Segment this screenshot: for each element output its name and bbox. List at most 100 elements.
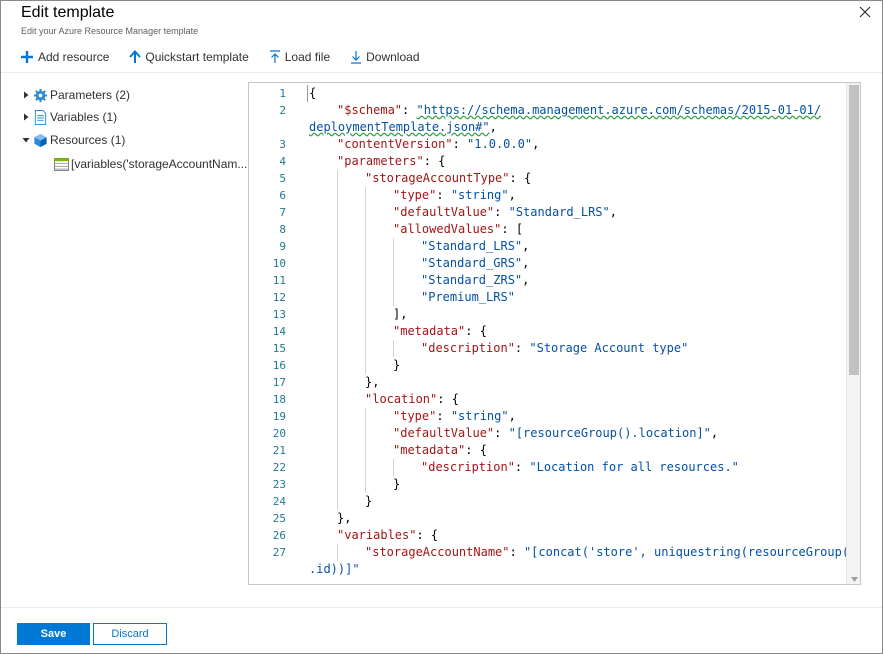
line-source: } (393, 357, 400, 374)
json-punctuation: , (711, 426, 718, 440)
code-editor[interactable]: 1{2"$schema": "https://schema.management… (248, 82, 861, 585)
tree-item-variables[interactable]: Variables (1) (20, 108, 117, 126)
json-key: "description" (421, 460, 515, 474)
line-number: 14 (249, 323, 286, 340)
line-number: 20 (249, 425, 286, 442)
code-line: 27"storageAccountName": "[concat('store'… (249, 544, 847, 561)
json-punctuation: : (515, 460, 529, 474)
json-punctuation: , (509, 409, 516, 423)
line-number: 5 (249, 170, 286, 187)
indent-guide (337, 272, 338, 289)
quickstart-template-button[interactable]: Quickstart template (129, 50, 248, 64)
json-key: "storageAccountName" (365, 545, 510, 559)
indent-guide (337, 476, 338, 493)
toolbar-divider (1, 72, 882, 73)
indent-guide (337, 391, 338, 408)
quickstart-template-label: Quickstart template (145, 50, 248, 64)
json-string: "[resourceGroup().location]" (509, 426, 711, 440)
code-line: 25}, (249, 510, 847, 527)
json-key: "variables" (337, 528, 416, 542)
plus-icon (20, 50, 34, 64)
code-line: 6"type": "string", (249, 187, 847, 204)
line-source: "defaultValue": "Standard_LRS", (393, 204, 617, 221)
line-source: "storageAccountType": { (365, 170, 531, 187)
download-button[interactable]: Download (350, 50, 419, 64)
line-number: 19 (249, 408, 286, 425)
json-punctuation: : { (510, 171, 532, 185)
json-punctuation: ], (393, 307, 407, 321)
code-line: 18"location": { (249, 391, 847, 408)
line-source: "$schema": "https://schema.management.az… (337, 102, 821, 119)
json-punctuation: : (436, 409, 450, 423)
json-punctuation: : { (437, 392, 459, 406)
indent-guide (365, 459, 366, 476)
caret-right-icon[interactable] (20, 91, 32, 99)
code-line: 11"Standard_ZRS", (249, 272, 847, 289)
json-punctuation: } (393, 477, 400, 491)
vertical-scrollbar[interactable] (846, 83, 860, 584)
scroll-down-icon[interactable] (847, 574, 861, 584)
indent-guide (365, 340, 366, 357)
code-line: 13], (249, 306, 847, 323)
code-lines[interactable]: 1{2"$schema": "https://schema.management… (249, 83, 847, 584)
discard-button[interactable]: Discard (93, 623, 167, 645)
json-punctuation: , (509, 188, 516, 202)
json-punctuation: , (610, 205, 617, 219)
line-number: 21 (249, 442, 286, 459)
json-key: "contentVersion" (337, 137, 453, 151)
json-key: "parameters" (337, 154, 424, 168)
code-line: 16} (249, 357, 847, 374)
line-number: 25 (249, 510, 286, 527)
json-punctuation: : { (465, 324, 487, 338)
line-number: 9 (249, 238, 286, 255)
code-line: 24} (249, 493, 847, 510)
load-file-label: Load file (285, 50, 330, 64)
code-line: 23} (249, 476, 847, 493)
add-resource-button[interactable]: Add resource (20, 50, 109, 64)
cube-icon (32, 132, 48, 148)
json-punctuation: : { (416, 528, 438, 542)
line-source: "description": "Storage Account type" (421, 340, 688, 357)
line-number: 13 (249, 306, 286, 323)
json-punctuation: : { (424, 154, 446, 168)
line-source: "type": "string", (393, 408, 516, 425)
caret-right-icon[interactable] (20, 113, 32, 121)
json-punctuation: , (522, 273, 529, 287)
json-key: "$schema" (337, 103, 402, 117)
code-line: 19 "type": "string", (249, 408, 847, 425)
json-punctuation: : (494, 426, 508, 440)
indent-guide (365, 306, 366, 323)
json-key: "type" (393, 188, 436, 202)
tree-item-storage-account[interactable]: [variables('storageAccountNam... (53, 155, 247, 173)
code-line: 9"Standard_LRS", (249, 238, 847, 255)
indent-guide (337, 425, 338, 442)
tree-item-parameters[interactable]: Parameters (2) (20, 86, 130, 104)
json-key: "metadata" (393, 443, 465, 457)
indent-guide (393, 272, 394, 289)
line-source: deploymentTemplate.json#", (309, 119, 497, 136)
text-cursor (307, 85, 309, 102)
indent-guide (337, 170, 338, 187)
close-button[interactable] (857, 4, 873, 20)
tree-item-resources[interactable]: Resources (1) (20, 131, 125, 149)
code-line: 12"Premium_LRS" (249, 289, 847, 306)
scrollbar-thumb[interactable] (849, 85, 859, 375)
json-string: "Standard_ZRS" (421, 273, 522, 287)
json-punctuation: : (494, 205, 508, 219)
add-resource-label: Add resource (38, 50, 109, 64)
line-source: "Premium_LRS" (421, 289, 515, 306)
line-source: "storageAccountName": "[concat('store', … (365, 544, 847, 561)
line-source: "Standard_GRS", (421, 255, 529, 272)
indent-guide (337, 187, 338, 204)
save-button[interactable]: Save (17, 623, 90, 645)
line-source: "metadata": { (393, 442, 487, 459)
line-source: { (309, 85, 316, 102)
json-string: "Location for all resources." (529, 460, 739, 474)
tree-item-label: Variables (1) (50, 110, 117, 124)
json-string: "Premium_LRS" (421, 290, 515, 304)
line-source: }, (365, 374, 379, 391)
load-file-button[interactable]: Load file (269, 50, 330, 64)
caret-down-icon[interactable] (20, 136, 32, 144)
line-source: "defaultValue": "[resourceGroup().locati… (393, 425, 718, 442)
json-punctuation: , (490, 120, 497, 134)
